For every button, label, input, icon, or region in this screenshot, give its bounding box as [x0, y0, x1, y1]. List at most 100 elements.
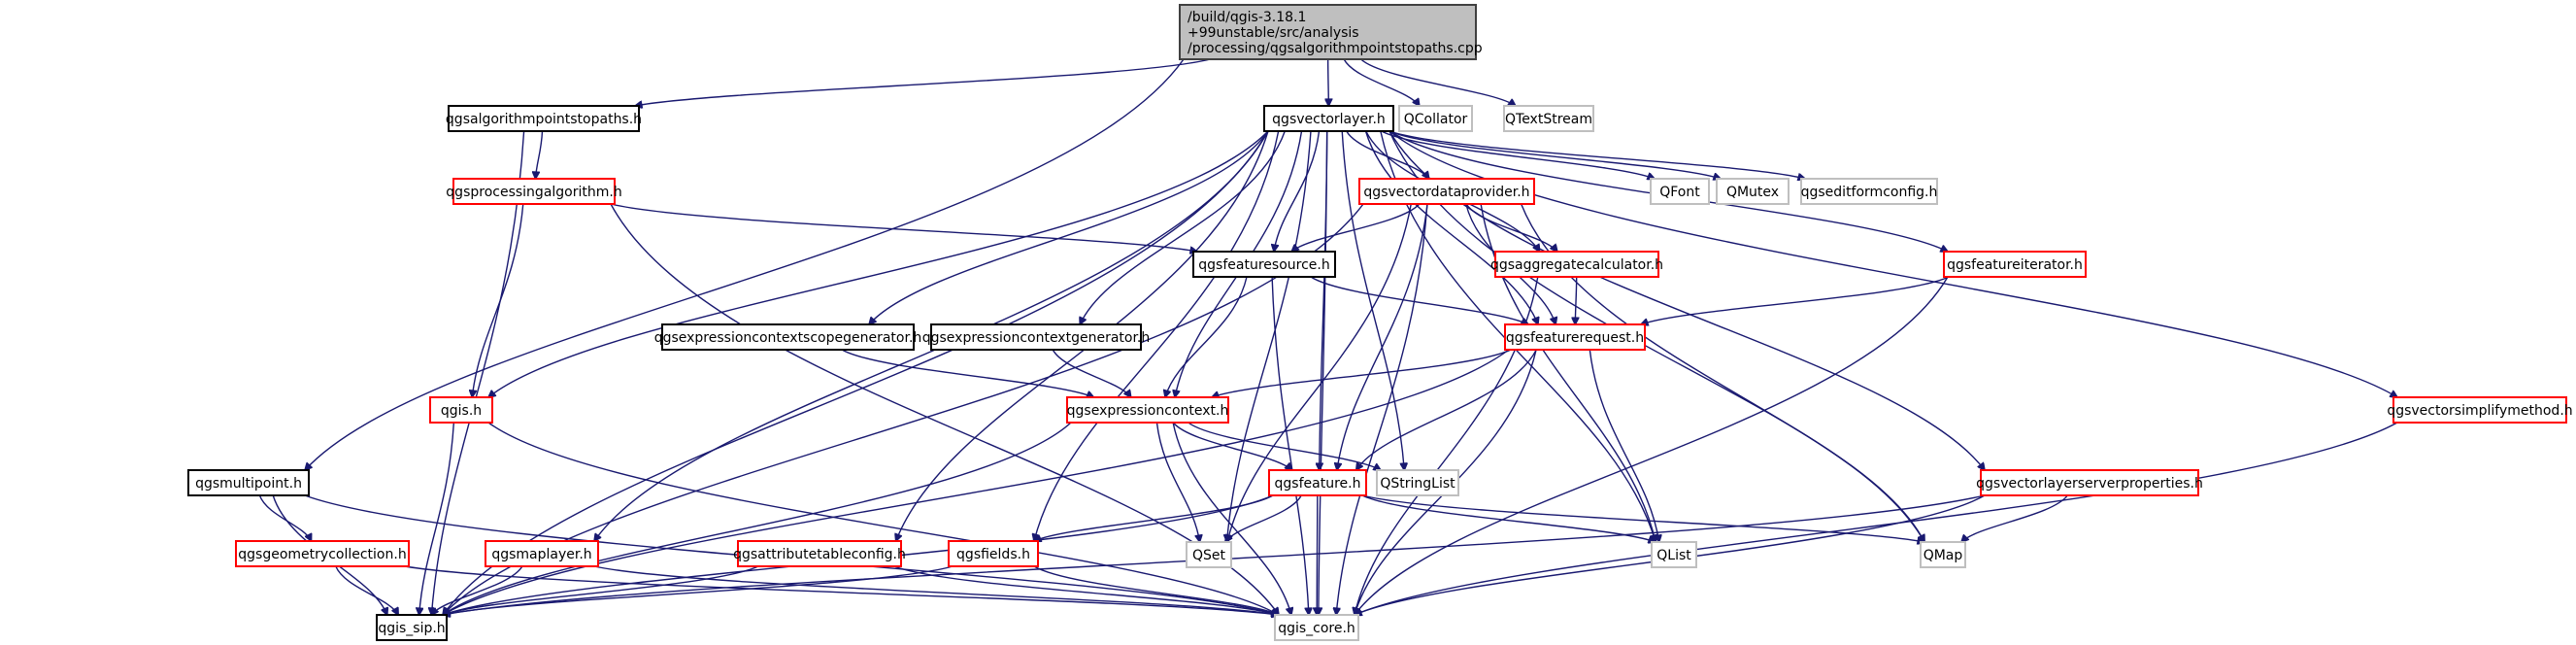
edges-layer [258, 58, 2398, 615]
node-qgsfeaturerequest[interactable]: qgsfeaturerequest.h [1504, 323, 1646, 351]
node-QMutex: QMutex [1716, 178, 1790, 205]
nodes-layer: /build/qgis-3.18.1+99unstable/src/analys… [187, 4, 2573, 641]
node-box [661, 323, 915, 351]
edge-qgsfeaturerequest-to-QList [1589, 349, 1658, 542]
edge-qgsprocessingalgorithm-to-qgsfeaturesource [610, 203, 1197, 252]
edge-qgsvectorlayer-to-qgis_core [1319, 130, 1328, 615]
node-box [1920, 541, 1966, 568]
node-label: qgis.h [441, 403, 482, 419]
edge-qgsattributetableconfig-to-qgis_core [893, 565, 1279, 615]
edge-qgis-to-qgis_sip [419, 422, 455, 615]
edge-root-to-qgsmultipoint [305, 58, 1185, 470]
node-box [1358, 178, 1535, 205]
node-box [930, 323, 1142, 351]
node-label: qgsfeaturerequest.h [1506, 330, 1644, 346]
node-label: qgsgeometrycollection.h [238, 547, 406, 562]
node-label: qgsfeature.h [1275, 476, 1361, 492]
node-box [376, 614, 448, 641]
node-qgseditformconfig: qgseditformconfig.h [1800, 178, 1938, 205]
edge-qgsvectorlayer-to-qgsfeaturerequest [1364, 130, 1538, 324]
node-label: qgsexpressioncontext.h [1067, 403, 1229, 419]
edge-qgsfeatureiterator-to-qgis_core [1355, 276, 1949, 615]
edge-qgsfeature-to-QList [1361, 494, 1656, 542]
edge-qgsvectorlayer-to-QSet [1227, 130, 1312, 542]
edge-qgsexpressioncontextscopegenerator-to-qgsexpressioncontext [841, 349, 1093, 397]
node-box [1263, 105, 1394, 132]
edge-qgsfeature-to-qgis_core [1317, 494, 1318, 615]
node-label: QStringList [1380, 476, 1455, 492]
node-qgsexpressioncontextgenerator[interactable]: qgsexpressioncontextgenerator.h [922, 323, 1151, 351]
edge-qgsvectorlayerserverproperties-to-QMap [1961, 494, 2068, 542]
edge-qgsvectorlayer-to-QStringList [1341, 130, 1404, 470]
node-label: QFont [1659, 185, 1700, 200]
node-qgsvectorlayer[interactable]: qgsvectorlayer.h [1263, 105, 1394, 132]
edge-qgsvectorlayer-to-qgsfeaturesource [1274, 130, 1321, 252]
node-label: qgsexpressioncontextscopegenerator.h [654, 330, 922, 346]
node-QCollator: QCollator [1398, 105, 1473, 132]
edge-qgsvectorlayer-to-qgsexpressioncontextscopegenerator [869, 130, 1269, 324]
node-label: qgsmaplayer.h [491, 547, 591, 562]
node-qgis_sip[interactable]: qgis_sip.h [376, 614, 448, 641]
edge-qgsfields-to-qgis_sip [443, 565, 953, 615]
node-QMap: QMap [1920, 541, 1966, 568]
node-label: QTextStream [1505, 112, 1592, 127]
edge-qgsfeaturesource-to-qgsfeaturerequest [1310, 276, 1528, 324]
node-qgsfeaturesource[interactable]: qgsfeaturesource.h [1192, 251, 1336, 278]
edge-qgsvectorsimplifymethod-to-qgis_core [1355, 422, 2398, 615]
node-label: /processing/qgsalgorithmpointstopaths.cp… [1188, 41, 1483, 56]
node-box [1398, 105, 1473, 132]
node-box [1376, 469, 1459, 496]
node-label: /build/qgis-3.18.1 [1188, 10, 1306, 25]
edge-qgsexpressioncontext-to-QSet [1155, 422, 1199, 542]
edge-qgsalgorithmpointstopaths-to-qgsprocessingalgorithm [536, 130, 544, 179]
node-label: QMap [1924, 548, 1963, 563]
edge-qgsvectorlayer-to-qgsfields [1034, 130, 1280, 541]
node-box [429, 396, 493, 424]
node-root: /build/qgis-3.18.1+99unstable/src/analys… [1179, 4, 1483, 60]
node-qgsvectorlayerserverproperties[interactable]: qgsvectorlayerserverproperties.h [1976, 469, 2203, 496]
edge-qgsfields-to-qgis_core [1033, 565, 1279, 615]
node-qgsfeatureiterator[interactable]: qgsfeatureiterator.h [1943, 251, 2087, 278]
node-qgsexpressioncontext[interactable]: qgsexpressioncontext.h [1066, 396, 1229, 424]
node-qgsfeature[interactable]: qgsfeature.h [1268, 469, 1367, 496]
node-box [1179, 4, 1477, 60]
edge-qgsfeaturerequest-to-qgis_sip [443, 349, 1510, 615]
edge-qgsvectordataprovider-to-QSet [1227, 203, 1412, 542]
node-label: qgsvectordataprovider.h [1363, 185, 1529, 200]
node-box [1503, 105, 1594, 132]
node-qgsaggregatecalculator[interactable]: qgsaggregatecalculator.h [1490, 251, 1663, 278]
node-label: qgsmultipoint.h [195, 476, 302, 492]
edge-qgsvectorlayer-to-qgseditformconfig [1388, 130, 1805, 179]
edge-qgsfeature-to-QMap [1361, 494, 1924, 542]
node-qgsfields[interactable]: qgsfields.h [948, 540, 1039, 567]
node-qgsexpressioncontextscopegenerator[interactable]: qgsexpressioncontextscopegenerator.h [654, 323, 922, 351]
edge-qgsmaplayer-to-qgis_core [593, 565, 1279, 615]
node-qgsprocessingalgorithm[interactable]: qgsprocessingalgorithm.h [446, 178, 622, 205]
node-box [1494, 251, 1659, 278]
node-qgis[interactable]: qgis.h [429, 396, 493, 424]
node-label: QMutex [1726, 185, 1779, 200]
node-box [1800, 178, 1938, 205]
node-qgsmaplayer[interactable]: qgsmaplayer.h [485, 540, 599, 567]
node-qgsalgorithmpointstopaths[interactable]: qgsalgorithmpointstopaths.h [446, 105, 642, 132]
node-QFont: QFont [1650, 178, 1710, 205]
node-qgsgeometrycollection[interactable]: qgsgeometrycollection.h [235, 540, 410, 567]
edge-qgsalgorithmpointstopaths-to-qgis_sip [431, 130, 525, 615]
edge-qgsfeaturesource-to-qgsexpressioncontext [1165, 276, 1248, 397]
node-qgsvectordataprovider[interactable]: qgsvectordataprovider.h [1358, 178, 1535, 205]
edge-qgsvectorlayer-to-qgis [488, 130, 1269, 397]
edge-qgsfeaturerequest-to-qgsexpressioncontext [1212, 349, 1512, 397]
node-label: qgsfeatureiterator.h [1947, 257, 2083, 273]
node-qgsmultipoint[interactable]: qgsmultipoint.h [187, 469, 310, 496]
node-label: qgsvectorsimplifymethod.h [2387, 403, 2572, 419]
node-label: qgsvectorlayerserverproperties.h [1976, 476, 2203, 492]
node-label: QSet [1192, 548, 1226, 563]
node-label: QList [1656, 548, 1691, 563]
node-qgsattributetableconfig[interactable]: qgsattributetableconfig.h [733, 540, 906, 567]
edge-qgsfeatureiterator-to-qgsfeaturerequest [1641, 276, 1950, 324]
edge-qgsaggregatecalculator-to-qgsfeaturerequest [1575, 276, 1576, 324]
edge-root-to-qgsalgorithmpointstopaths [635, 58, 1211, 106]
node-box [737, 540, 902, 567]
node-qgsvectorsimplifymethod[interactable]: qgsvectorsimplifymethod.h [2387, 396, 2573, 424]
edge-qgis-to-qgis_core [487, 422, 1279, 615]
